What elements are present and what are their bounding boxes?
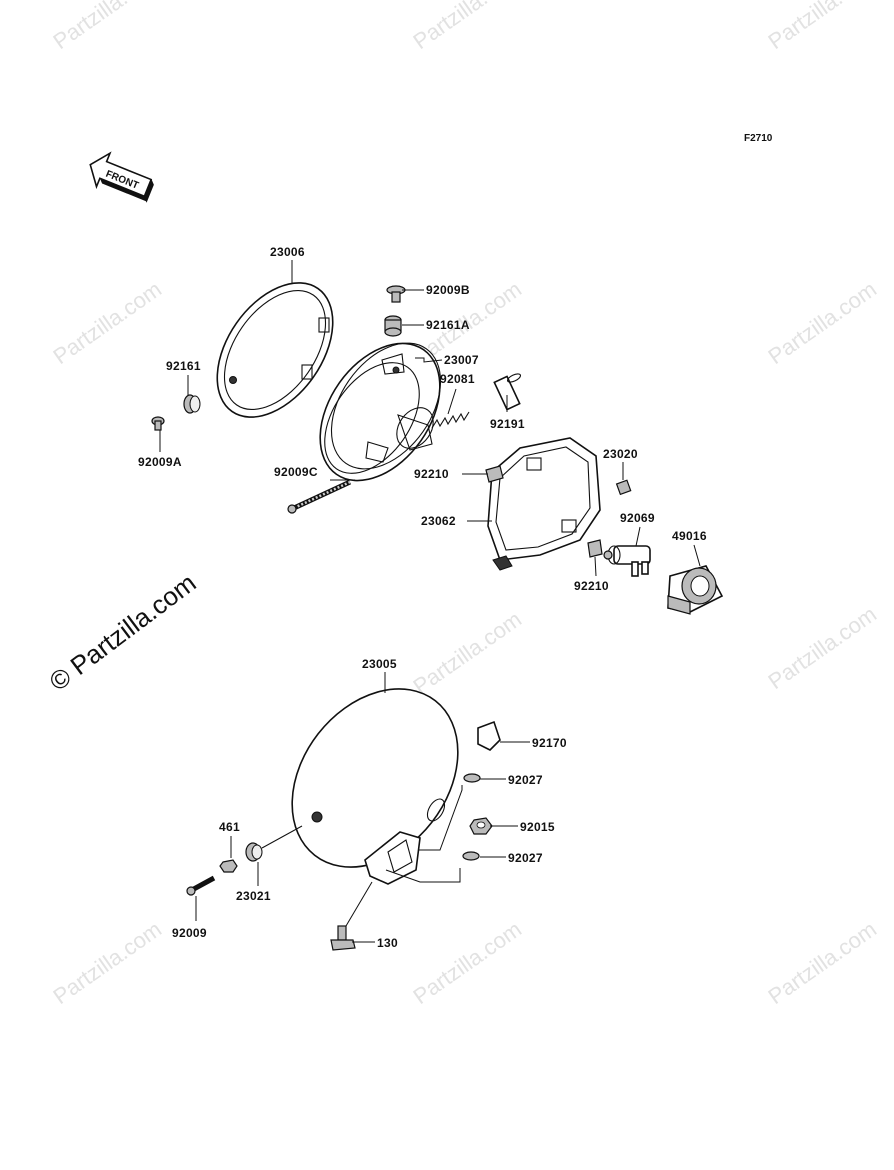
clip-92210b	[587, 539, 603, 558]
front-direction-arrow: FRONT	[89, 151, 154, 203]
bushing-23021	[245, 842, 263, 862]
leader-lines	[159, 260, 701, 943]
callout-23005: 23005	[362, 657, 397, 671]
callout-92210-lower: 92210	[574, 579, 609, 593]
watermark-layer: Partzilla.com Partzilla.com Partzilla.co…	[44, 0, 881, 1009]
callout-92015: 92015	[520, 820, 555, 834]
watermark: Partzilla.com	[764, 601, 881, 694]
copyright-watermark: © Partzilla.com	[44, 567, 202, 696]
headlight-unit-23007	[319, 342, 442, 482]
callout-92069: 92069	[620, 511, 655, 525]
callout-92081: 92081	[440, 372, 475, 386]
callout-92161: 92161	[166, 359, 201, 373]
clip-23020	[615, 479, 632, 496]
watermark: Partzilla.com	[764, 276, 881, 369]
callout-461: 461	[219, 820, 240, 834]
headlight-bracket-23062	[487, 437, 601, 571]
watermark: Partzilla.com	[764, 0, 881, 54]
grommet-92161	[183, 394, 201, 414]
bulb-92069	[603, 545, 651, 577]
bracket-92170	[477, 720, 501, 751]
watermark: Partzilla.com	[49, 916, 166, 1009]
callout-92009b: 92009B	[426, 283, 470, 297]
callout-labels: 23006 92009B 92161A 23007 92081 92191 92…	[138, 245, 707, 950]
screw-92009	[186, 875, 216, 896]
callout-92009: 92009	[172, 926, 207, 940]
watermark: Partzilla.com	[49, 276, 166, 369]
watermark: Partzilla.com	[409, 0, 526, 54]
nut-92015	[469, 817, 493, 835]
callout-92210-upper: 92210	[414, 467, 449, 481]
bolt-130	[330, 925, 356, 951]
callout-23020: 23020	[603, 447, 638, 461]
callout-23062: 23062	[421, 514, 456, 528]
callout-92161a: 92161A	[426, 318, 470, 332]
callout-92027-upper: 92027	[508, 773, 543, 787]
watermark: Partzilla.com	[409, 606, 526, 699]
callout-49016: 49016	[672, 529, 707, 543]
screw-92009b	[386, 285, 406, 303]
washer-92027a	[463, 773, 481, 783]
callout-130: 130	[377, 936, 398, 950]
tube-92191	[493, 373, 522, 411]
callout-92191: 92191	[490, 417, 525, 431]
headlight-housing-23005	[291, 688, 459, 885]
figure-code: F2710	[744, 133, 773, 144]
spring-92081	[431, 411, 470, 429]
watermark: Partzilla.com	[409, 916, 526, 1009]
nut-461	[219, 859, 238, 873]
watermark: Partzilla.com	[764, 916, 881, 1009]
callout-23021: 23021	[236, 889, 271, 903]
bulb-cover-49016	[667, 565, 724, 615]
screw-92009a	[151, 416, 165, 431]
screw-92009c	[287, 479, 352, 514]
headlight-rim-23006	[216, 282, 334, 418]
callout-23007: 23007	[444, 353, 479, 367]
callout-23006: 23006	[270, 245, 305, 259]
callout-92009c: 92009C	[274, 465, 318, 479]
watermark: Partzilla.com	[49, 0, 166, 54]
clip-92210a	[485, 465, 504, 483]
callout-92027-lower: 92027	[508, 851, 543, 865]
callout-92009a: 92009A	[138, 455, 182, 469]
callout-92170: 92170	[532, 736, 567, 750]
grommet-92161a	[384, 315, 402, 337]
washer-92027b	[462, 851, 480, 861]
